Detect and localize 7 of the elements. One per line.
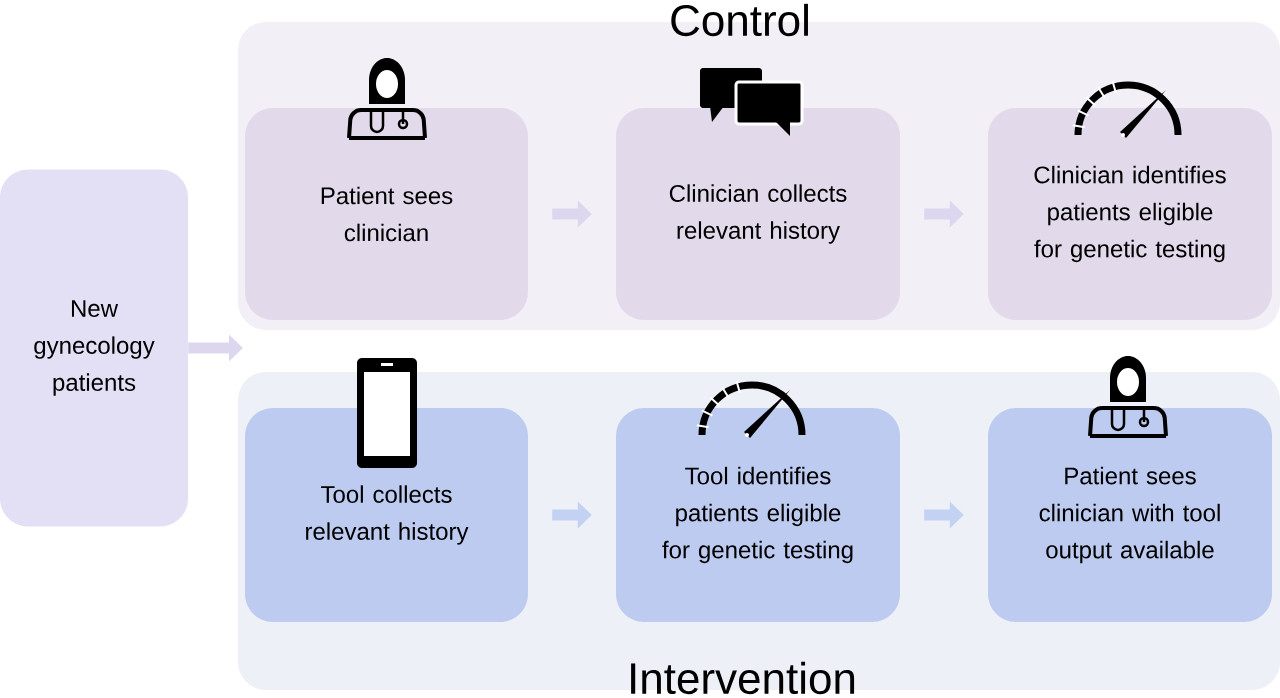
process-box: Tool collects relevant history bbox=[245, 408, 528, 622]
process-box: Patient sees clinician with tool output available bbox=[988, 408, 1272, 622]
start-box: New gynecology patients bbox=[0, 169, 188, 527]
process-box: Patient sees clinician bbox=[245, 108, 528, 320]
process-box: Tool identifies patients eligible for genetic testing bbox=[616, 408, 900, 622]
process-box: Clinician collects relevant history bbox=[616, 108, 900, 320]
process-box: Clinician identifies patients eligible for genetic testing bbox=[988, 108, 1272, 320]
